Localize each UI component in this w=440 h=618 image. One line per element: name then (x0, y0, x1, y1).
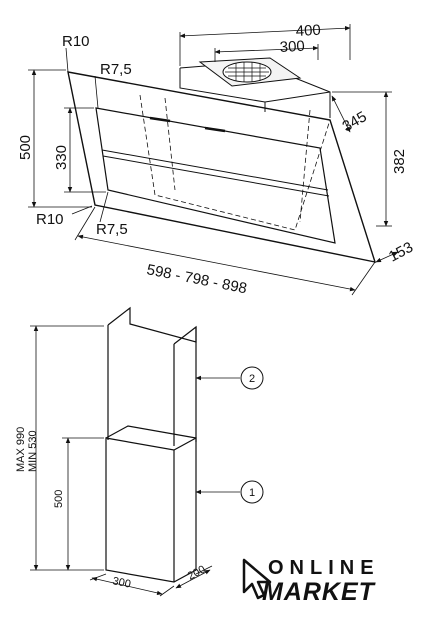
hood-dimensions (28, 24, 399, 296)
dim-382: 382 (391, 149, 408, 174)
online-market-logo: ONLINE MARKET (242, 557, 380, 606)
logo-line-market: MARKET (262, 578, 377, 606)
chimney-callouts: 2 1 (240, 366, 264, 504)
label-min: MIN 530 (27, 430, 39, 472)
chimney-labels: MAX 990 MIN 530 500 300 200 (15, 427, 208, 591)
dim-300-chimney: 300 (111, 575, 131, 591)
label-r7-5-top: R7,5 (100, 61, 132, 78)
logo-line-online: ONLINE (268, 557, 380, 579)
callout-circle-1 (240, 480, 264, 504)
dim-153: 153 (386, 239, 416, 266)
hood-drawing (67, 57, 377, 263)
dim-345: 345 (340, 108, 370, 135)
dim-500-chimney: 500 (53, 490, 65, 508)
dim-400: 400 (295, 22, 321, 40)
dim-300: 300 (279, 38, 305, 56)
dim-widths: 598 - 798 - 898 (145, 261, 248, 297)
label-r10-top: R10 (62, 33, 90, 50)
callout-circle-2 (240, 366, 264, 390)
label-r10-bottom: R10 (36, 211, 64, 228)
cursor-arrow-icon (242, 558, 272, 600)
dim-330: 330 (53, 145, 70, 170)
label-r7-5-bottom: R7,5 (96, 221, 128, 238)
chimney-dimensions (30, 325, 240, 597)
chimney-drawing (105, 306, 197, 583)
chimney-upper (107, 306, 197, 345)
dim-500-hood: 500 (17, 135, 34, 160)
dim-200-chimney: 200 (186, 563, 208, 582)
callout-2: 2 (249, 373, 255, 385)
callout-1: 1 (249, 487, 255, 499)
chimney-lower (105, 436, 197, 583)
label-max: MAX 990 (15, 427, 27, 472)
